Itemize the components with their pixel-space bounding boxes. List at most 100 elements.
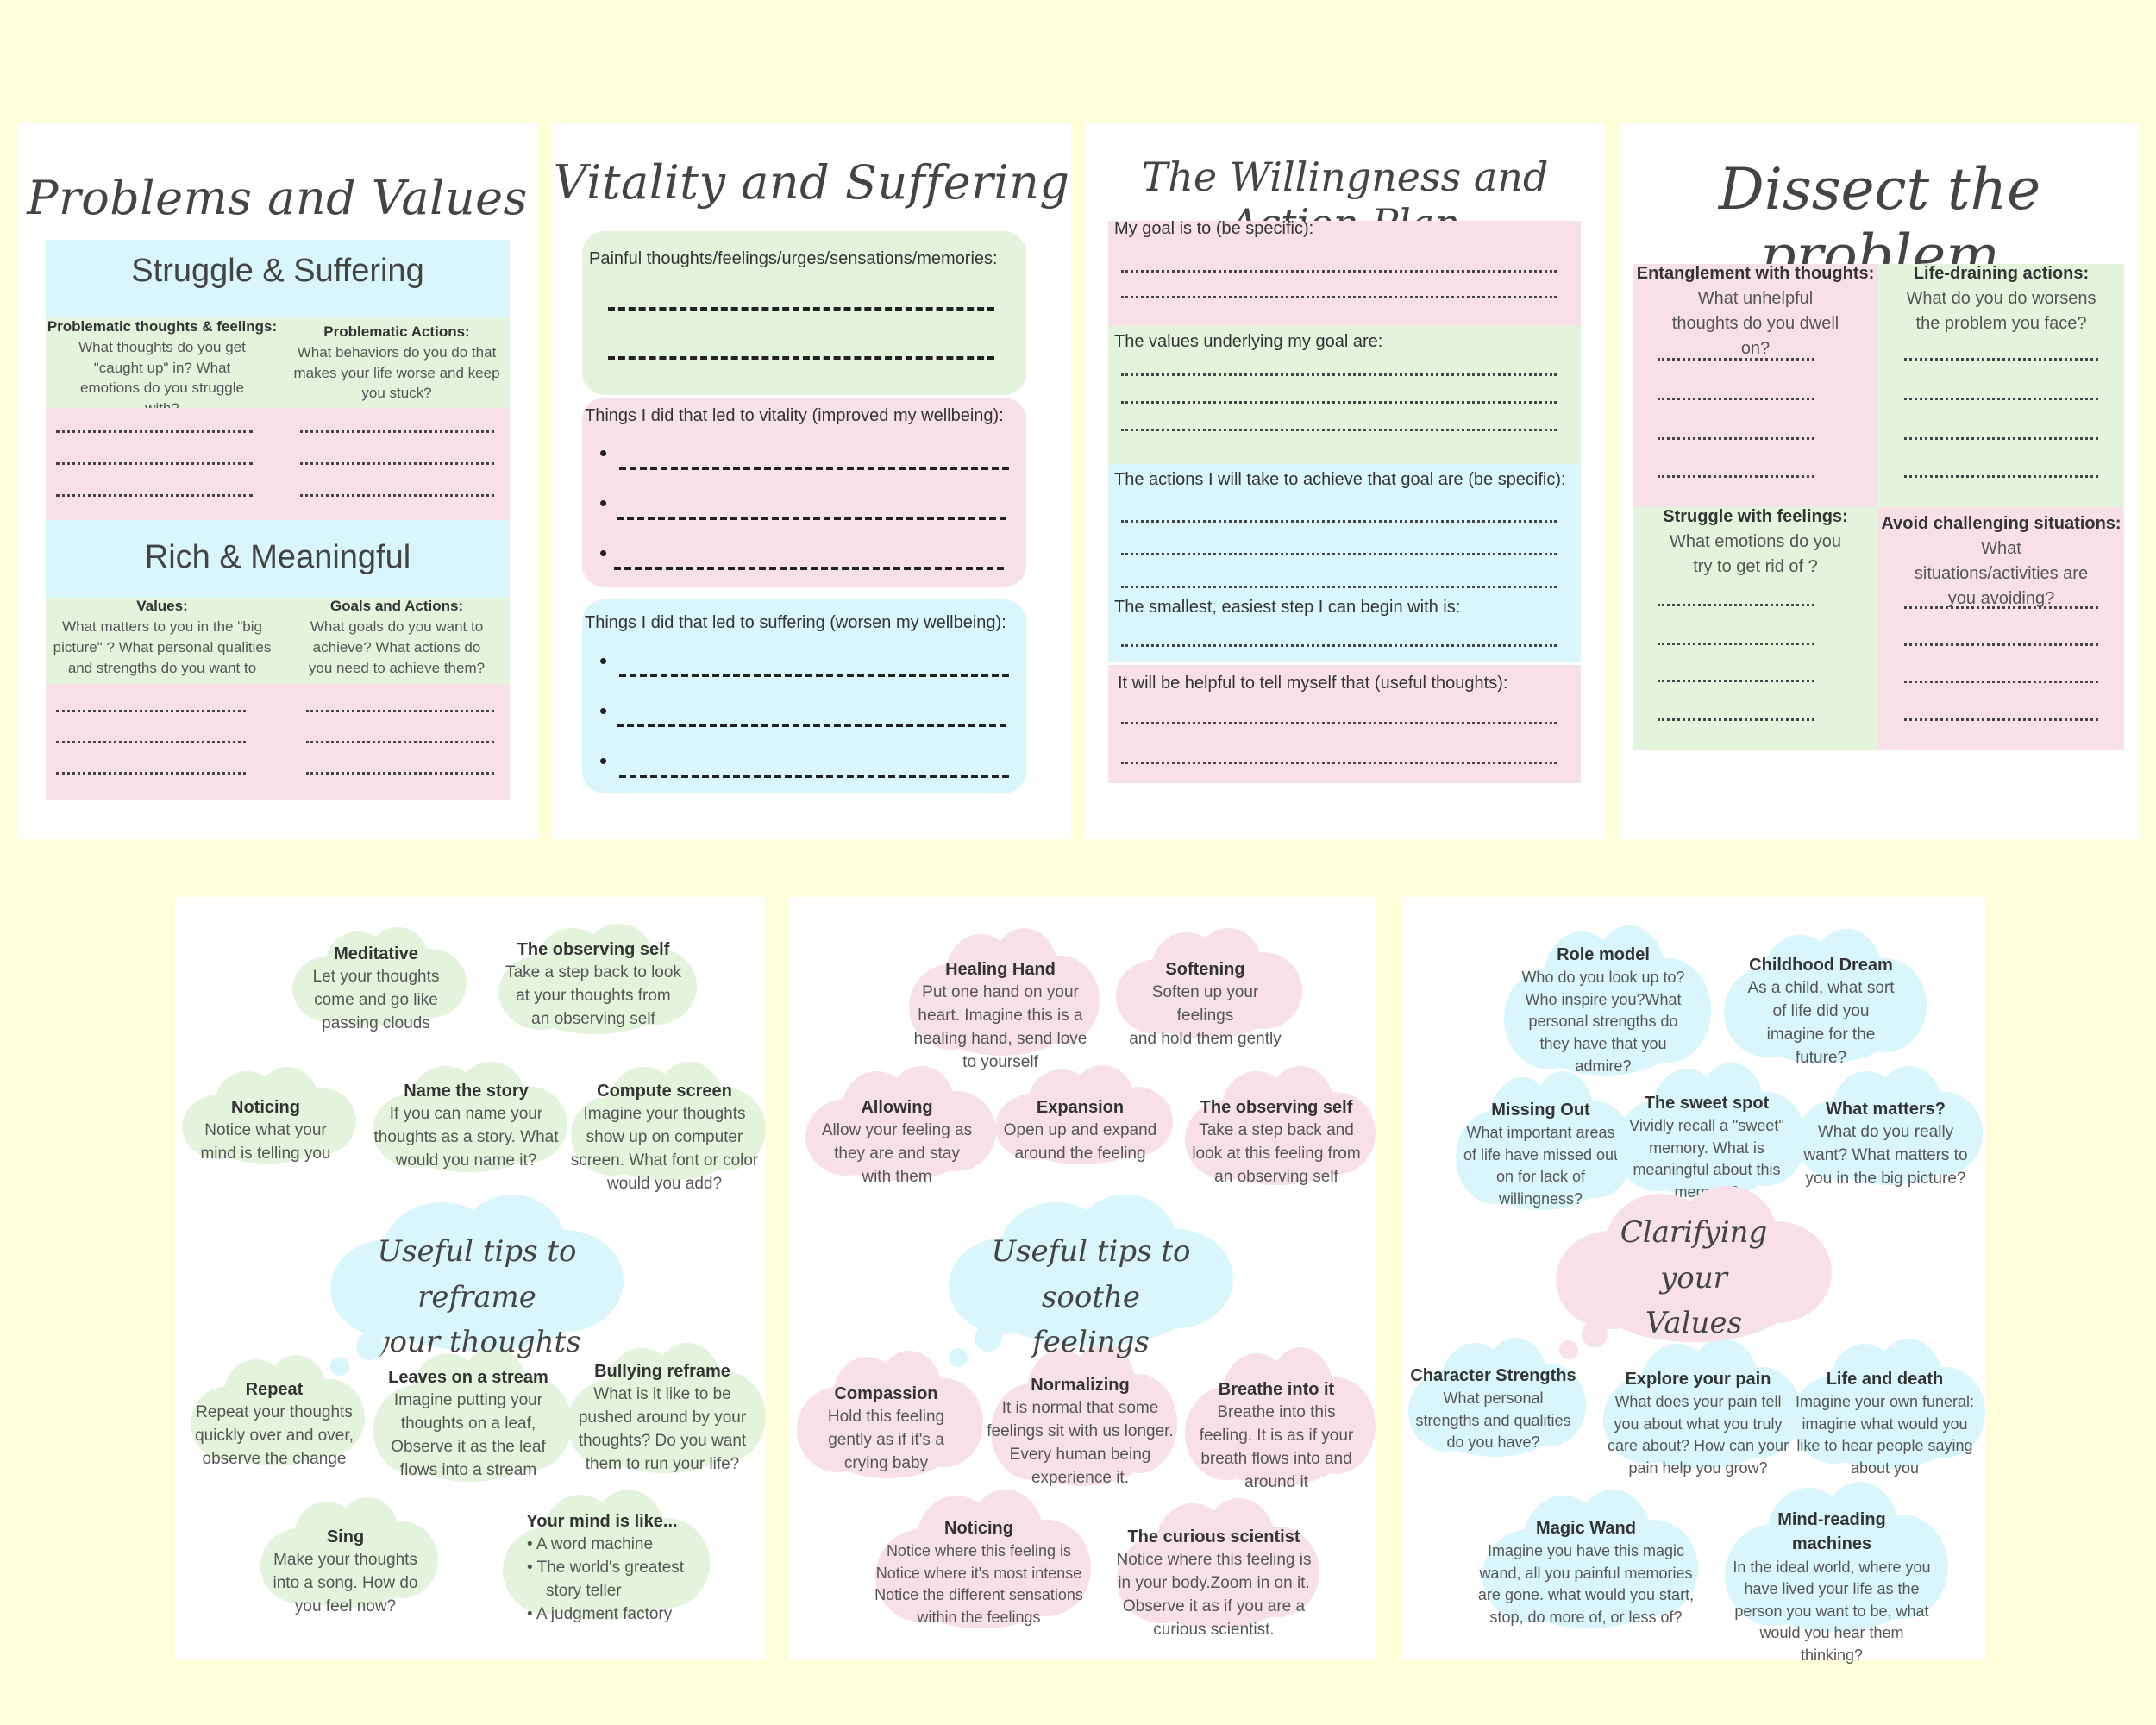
vitality-box	[582, 398, 1026, 587]
painful-label: Painful thoughts/feelings/urges/sensatio…	[589, 249, 998, 268]
answer-line[interactable]	[1658, 437, 1814, 440]
goal-label: My goal is to (be specific):	[1114, 219, 1314, 238]
tip-line: Imagine your own funeral:	[1795, 1393, 1975, 1411]
answer-line[interactable]	[1121, 586, 1557, 588]
tip-line: What is it like to be	[593, 1385, 731, 1404]
cloud-puff	[1589, 1243, 1799, 1343]
answer-line[interactable]	[300, 430, 494, 433]
answer-line[interactable]	[1904, 358, 2098, 361]
tip-line: show up on computer	[586, 1128, 743, 1147]
tip-line: do you have?	[1446, 1433, 1540, 1452]
tip-line: Notice where this feeling is	[886, 1542, 1072, 1560]
tip-line: What personal	[1443, 1389, 1544, 1408]
answer-line[interactable]	[608, 356, 994, 360]
answer-line[interactable]	[619, 467, 1009, 470]
answer-line[interactable]	[1121, 722, 1557, 724]
answer-line[interactable]	[1658, 604, 1814, 606]
tip-title: Expansion	[1036, 1098, 1125, 1117]
answer-line[interactable]	[608, 307, 994, 310]
tip-line: memory. What is	[1649, 1138, 1764, 1157]
answer-line[interactable]	[306, 741, 494, 743]
answer-line[interactable]	[1121, 762, 1557, 764]
answer-line[interactable]	[619, 674, 1009, 677]
answer-line[interactable]	[56, 710, 246, 712]
answer-line[interactable]	[306, 772, 494, 775]
tip-line: • A judgment factory	[527, 1605, 673, 1624]
tip-line: Vividly recall a "sweet"	[1629, 1117, 1784, 1135]
tip-line: stop, do more of, or less of?	[1489, 1609, 1683, 1627]
answer-line[interactable]	[56, 462, 253, 465]
answer-line[interactable]	[1904, 475, 2098, 478]
bullet: •	[599, 440, 608, 466]
cloud-puff	[1789, 1524, 1878, 1633]
quadrant-thoughts	[1633, 264, 1878, 507]
answer-line[interactable]	[1121, 270, 1557, 273]
answer-line[interactable]	[619, 775, 1009, 778]
worksheet-title: Problems and Values	[27, 171, 528, 225]
tip-title: Character Strengths	[1410, 1366, 1576, 1385]
rich-questions-block	[46, 598, 510, 684]
answer-line[interactable]	[1904, 718, 2098, 721]
answer-line[interactable]	[1904, 398, 2098, 400]
answer-line[interactable]	[617, 724, 1006, 727]
center-line: Useful tips to reframe	[377, 1234, 577, 1314]
answer-line[interactable]	[56, 494, 253, 497]
cloud-puff	[1046, 1093, 1118, 1164]
painful-box	[582, 231, 1026, 395]
answer-line[interactable]	[1121, 644, 1557, 647]
answer-line[interactable]	[617, 517, 1006, 520]
tip-line: want? What matters to	[1803, 1146, 1968, 1165]
answer-line[interactable]	[1904, 606, 2098, 609]
answer-line[interactable]	[1121, 401, 1557, 404]
rich-heading: Rich & Meaningful	[144, 539, 411, 575]
values-label: The values underlying my goal are:	[1114, 332, 1383, 351]
tip-title: Magic Wand	[1536, 1519, 1636, 1538]
answer-line[interactable]	[1658, 643, 1814, 645]
tip-title: Breathe into it	[1218, 1380, 1335, 1399]
answer-line[interactable]	[1658, 475, 1814, 478]
tip-line: crying baby	[843, 1454, 929, 1473]
answer-line[interactable]	[300, 462, 494, 465]
tip-line: of life have missed out	[1463, 1145, 1619, 1164]
q4-text: Avoid challenging situations: What situa…	[1881, 514, 2122, 608]
answer-line[interactable]	[300, 494, 494, 497]
answer-line[interactable]	[1658, 398, 1814, 400]
answer-line[interactable]	[1658, 358, 1814, 361]
answer-line[interactable]	[1121, 429, 1557, 431]
tip-line: would you name it?	[395, 1151, 537, 1170]
tip-line: Imagine you have this magic	[1487, 1542, 1685, 1560]
answer-line[interactable]	[1121, 296, 1557, 298]
answer-line[interactable]	[1904, 681, 2098, 683]
answer-line[interactable]	[1658, 680, 1814, 682]
answer-line[interactable]	[614, 567, 1004, 570]
answer-line[interactable]	[1121, 520, 1557, 523]
answer-line[interactable]	[56, 741, 246, 743]
bullet: •	[599, 748, 608, 774]
answer-line[interactable]	[56, 430, 253, 433]
answer-line[interactable]	[306, 710, 494, 712]
tip-line: willingness?	[1498, 1190, 1583, 1208]
answer-line[interactable]	[56, 772, 246, 775]
tip-title: The observing self	[517, 940, 670, 959]
answer-line[interactable]	[1121, 373, 1557, 376]
tip-line: they have that you	[1539, 1035, 1667, 1053]
answer-line[interactable]	[1904, 643, 2098, 646]
worksheet-problems-values: Problems and Values Struggle & Suffering…	[17, 123, 537, 839]
answer-line[interactable]	[1121, 553, 1557, 555]
answer-line[interactable]	[1904, 437, 2098, 440]
cloud-puff	[964, 964, 1040, 1056]
tip-line: like to hear people saying	[1796, 1437, 1973, 1455]
answer-line[interactable]	[1658, 718, 1814, 721]
